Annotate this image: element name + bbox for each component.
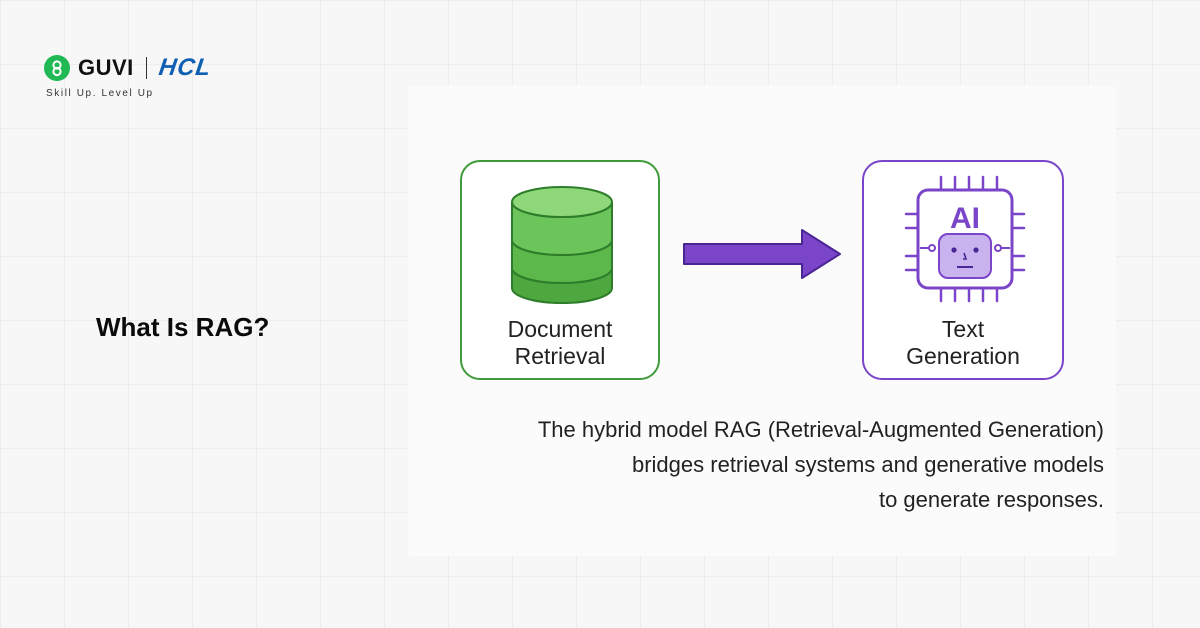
brand-tagline: Skill Up. Level Up (46, 88, 154, 99)
page-title: What Is RAG? (96, 312, 270, 342)
description-line: The hybrid model RAG (Retrieval-Augmente… (537, 417, 1104, 442)
description-line: bridges retrieval systems and generative… (631, 452, 1104, 477)
guvi-wordmark: GUVI (78, 55, 134, 80)
brand-divider (145, 57, 148, 79)
node-document-retrieval: Document Retrieval (460, 160, 660, 380)
node-label: Text Generation (906, 316, 1020, 369)
node-label: Document Retrieval (507, 316, 613, 369)
arrow-right-icon (683, 229, 841, 279)
database-icon (511, 186, 613, 304)
node-text-generation: AI Text Generation (862, 160, 1064, 380)
hcl-wordmark: HCL (157, 54, 214, 81)
brand-logo: GUVI HCL Skill Up. Level Up (44, 54, 214, 99)
description-line: to generate responses. (878, 487, 1104, 512)
ai-chip-icon: AI (904, 175, 1026, 303)
description: The hybrid model RAG (Retrieval-Augmente… (538, 412, 1104, 517)
svg-text:AI: AI (950, 202, 980, 235)
guvi-logo-icon (44, 55, 70, 81)
